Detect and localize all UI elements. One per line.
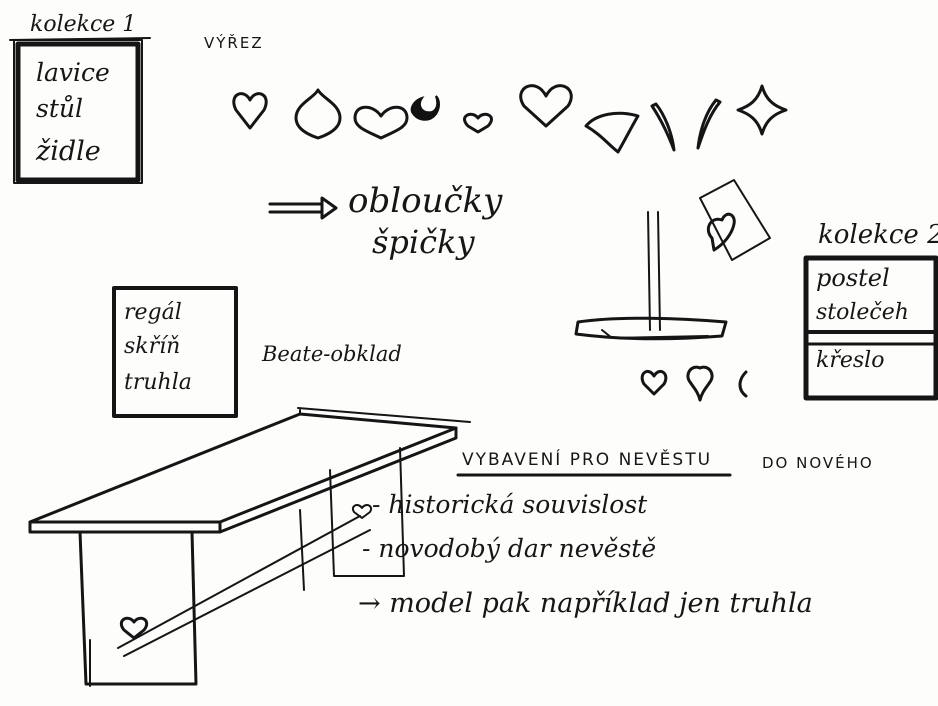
bullet-line: - historická souvislost xyxy=(372,490,648,519)
collection1-item: židle xyxy=(36,136,101,167)
star-ornament-icon xyxy=(736,84,788,136)
tilted-card-sketch xyxy=(699,179,771,261)
left-horn-ornament-icon xyxy=(650,102,676,152)
arches-label-line1: obloučky xyxy=(348,181,503,221)
collection2-item: postel xyxy=(816,264,890,292)
tulip-ornament-icon xyxy=(584,111,640,154)
heading-rest: DO NOVÉHO xyxy=(762,454,874,472)
bullet-line: → model pak například jen truhla xyxy=(358,588,813,619)
bench-sketch-drawing xyxy=(28,407,471,687)
small-heart-ornament-icon xyxy=(463,112,493,134)
arrow-right-icon xyxy=(268,196,338,220)
filled-crescent-ornament-icon xyxy=(410,95,440,121)
onion-drop-ornament-icon xyxy=(294,88,342,140)
beate-note: Beate-obklad xyxy=(262,342,402,366)
arches-label-line2: špičky xyxy=(372,223,475,261)
middle-list: regál skříň truhla xyxy=(124,300,234,410)
collection1-item: lavice xyxy=(36,58,110,87)
heart-ornament-icon xyxy=(232,92,268,130)
middle-list-item: skříň xyxy=(124,334,181,359)
small-heart-bottom-icon xyxy=(640,370,668,396)
collection1-item: stůl xyxy=(36,94,83,123)
collection1-list: lavice stůl židle xyxy=(36,56,136,176)
middle-list-item: truhla xyxy=(124,370,192,395)
collection2-title: kolekce 2 xyxy=(818,220,938,250)
middle-list-item: regál xyxy=(124,300,182,325)
collection1-title: kolekce 1 xyxy=(30,12,137,37)
tulip-bottom-icon xyxy=(686,365,714,402)
collection2-item: stolečeh xyxy=(816,300,909,325)
collection1-box-frame xyxy=(9,37,151,184)
right-horn-ornament-icon xyxy=(696,98,722,150)
leg-sketch-drawing xyxy=(574,211,728,341)
cutout-label: VÝŘEZ xyxy=(204,34,264,52)
collection2-list: postel stolečeh křeslo xyxy=(816,264,934,394)
collection2-box-frame xyxy=(803,255,938,401)
middle-list-box-frame xyxy=(112,286,238,418)
wide-heart-ornament-icon xyxy=(353,105,409,140)
crescent-bottom-icon xyxy=(738,370,748,398)
tall-heart-ornament-icon xyxy=(519,84,573,128)
bullet-line: - novodobý dar nevěstě xyxy=(362,534,657,563)
collection2-item: křeslo xyxy=(816,348,885,373)
heading-underlined: VYBAVENÍ PRO NEVĚSTU xyxy=(462,450,713,470)
